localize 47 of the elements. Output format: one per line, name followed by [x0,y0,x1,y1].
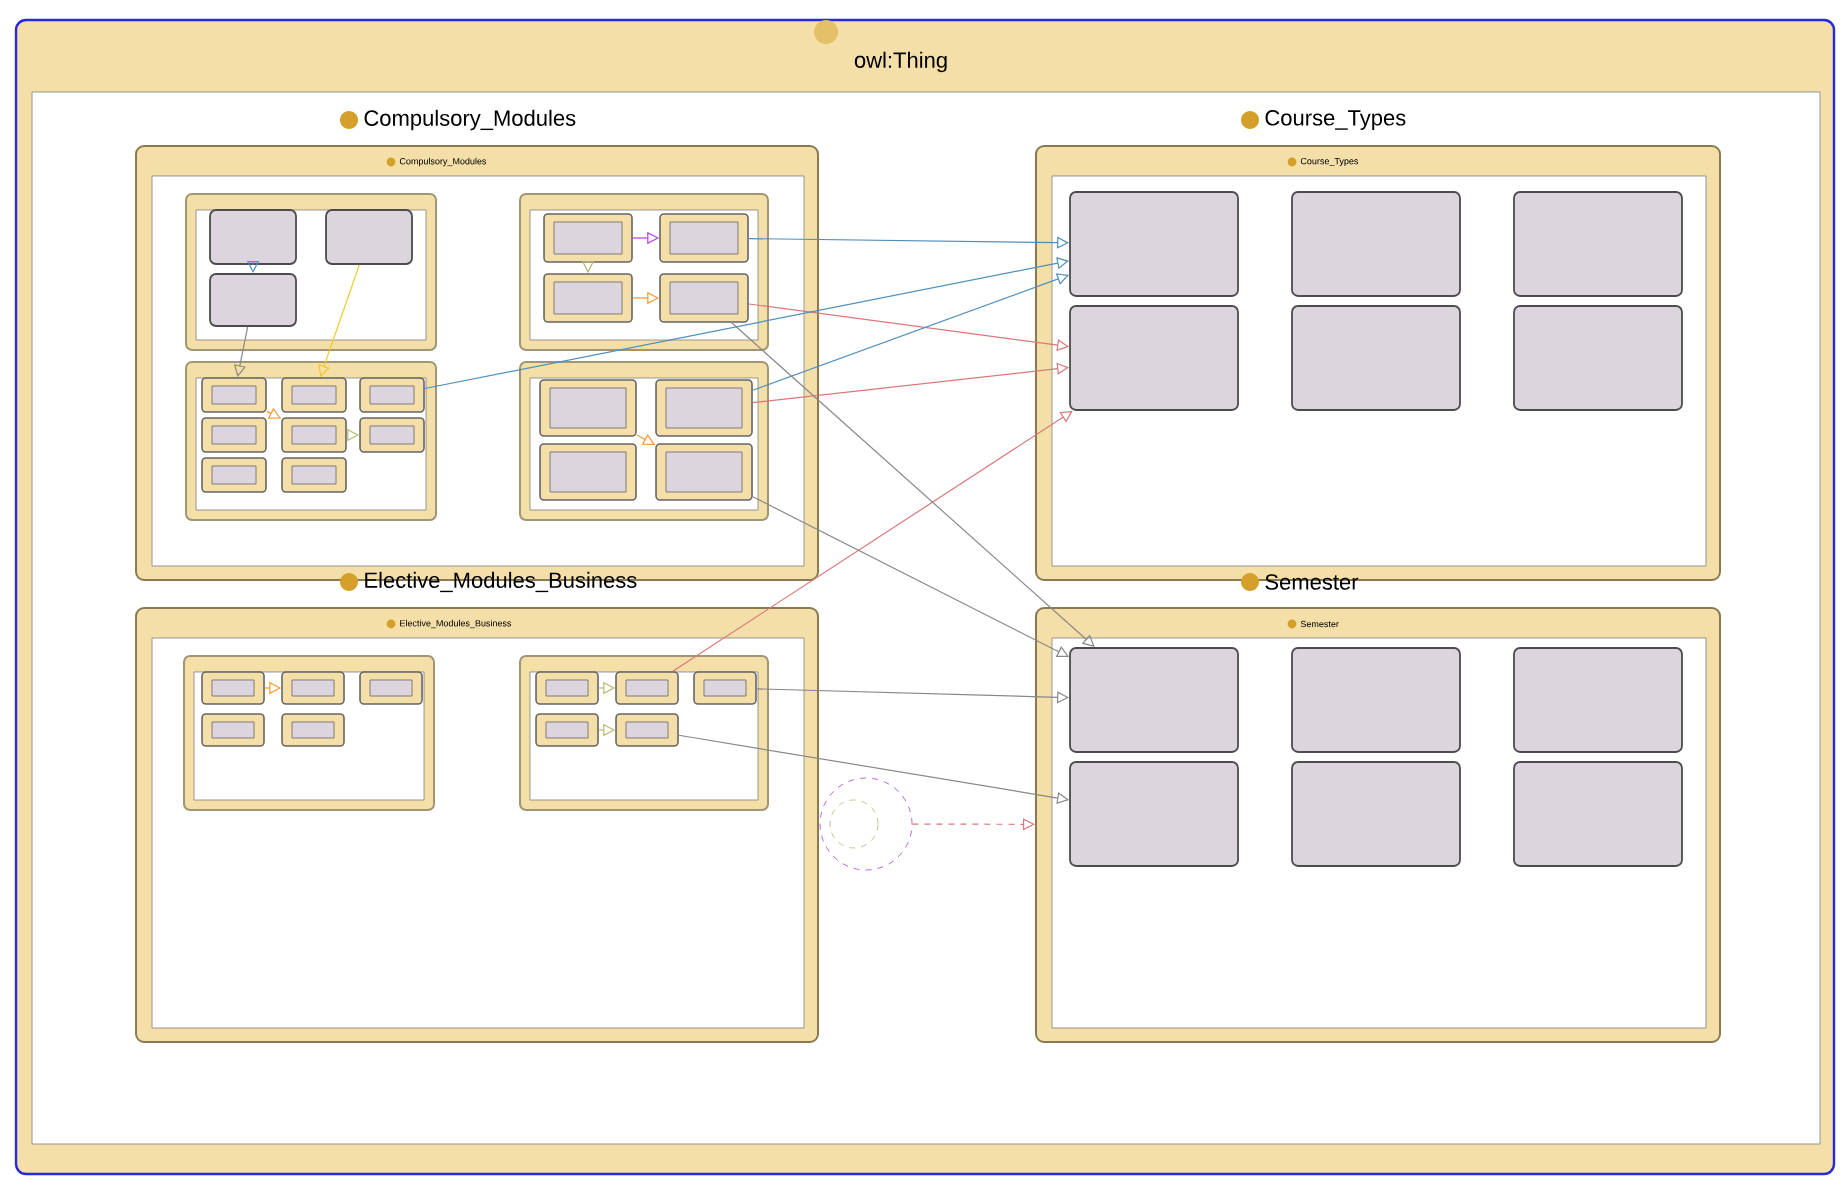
individual-box [1513,647,1683,753]
nested-class-box [543,213,633,263]
individual-box [1291,191,1461,297]
nested-class-box [281,457,347,493]
nested-class-box [281,671,345,705]
individual-box [209,273,297,327]
individual-box [209,209,297,265]
nested-class-box [535,713,599,747]
connector-arrow [911,818,1035,831]
individual-box [1069,647,1239,753]
individual-box [1069,761,1239,867]
individual-box [1291,305,1461,411]
nested-class-box [659,273,749,323]
class-heading: Course_Types [1241,110,1406,130]
nested-class-box [655,379,753,437]
frame-title: owl:Thing [854,51,947,73]
nested-class-box [659,213,749,263]
nested-class-box [543,273,633,323]
nested-class-box [539,379,637,437]
nested-class-box [535,671,599,705]
nested-class-box [539,443,637,501]
individual-box [1291,647,1461,753]
individual-box [1513,191,1683,297]
individual-box [1291,761,1461,867]
nested-class-box [359,671,423,705]
nested-class-box [359,377,425,413]
nested-class-box [281,417,347,453]
nested-class-box [615,713,679,747]
nested-class-box [281,377,347,413]
individual-box [1513,305,1683,411]
nested-class-box [201,713,265,747]
nested-class-box [655,443,753,501]
nested-class-box [201,457,267,493]
nested-class-box [693,671,757,705]
nested-class-box [201,417,267,453]
nested-class-box [615,671,679,705]
nested-class-box [359,417,425,453]
individual-box [1069,305,1239,411]
individual-box [325,209,413,265]
dashed-circle [829,799,879,849]
nested-class-box [281,713,345,747]
individual-box [1069,191,1239,297]
individual-box [1513,761,1683,867]
nested-class-box [201,671,265,705]
class-heading: Compulsory_Modules [340,109,576,131]
nested-class-box [201,377,267,413]
dashed-circle [819,777,913,871]
